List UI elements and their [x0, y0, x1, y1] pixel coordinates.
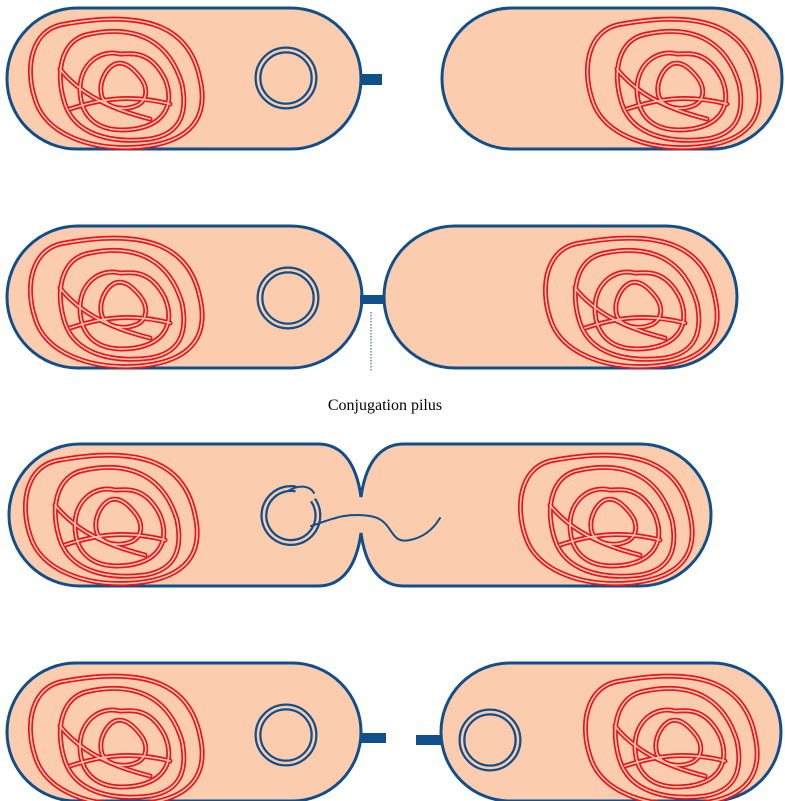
- conjugation-pilus: [360, 295, 385, 304]
- stage-4: [7, 663, 781, 801]
- conjugation-pilus: [361, 74, 382, 85]
- conjugation-pilus-label: Conjugation pilus: [328, 397, 442, 414]
- conjugation-pilus-recipient: [416, 735, 441, 745]
- stage-3: [9, 444, 711, 586]
- conjugation-pilus-donor: [361, 733, 386, 743]
- recipient-cell: [384, 226, 737, 368]
- stage-1: [7, 8, 782, 149]
- stage-2: Conjugation pilus: [7, 226, 737, 414]
